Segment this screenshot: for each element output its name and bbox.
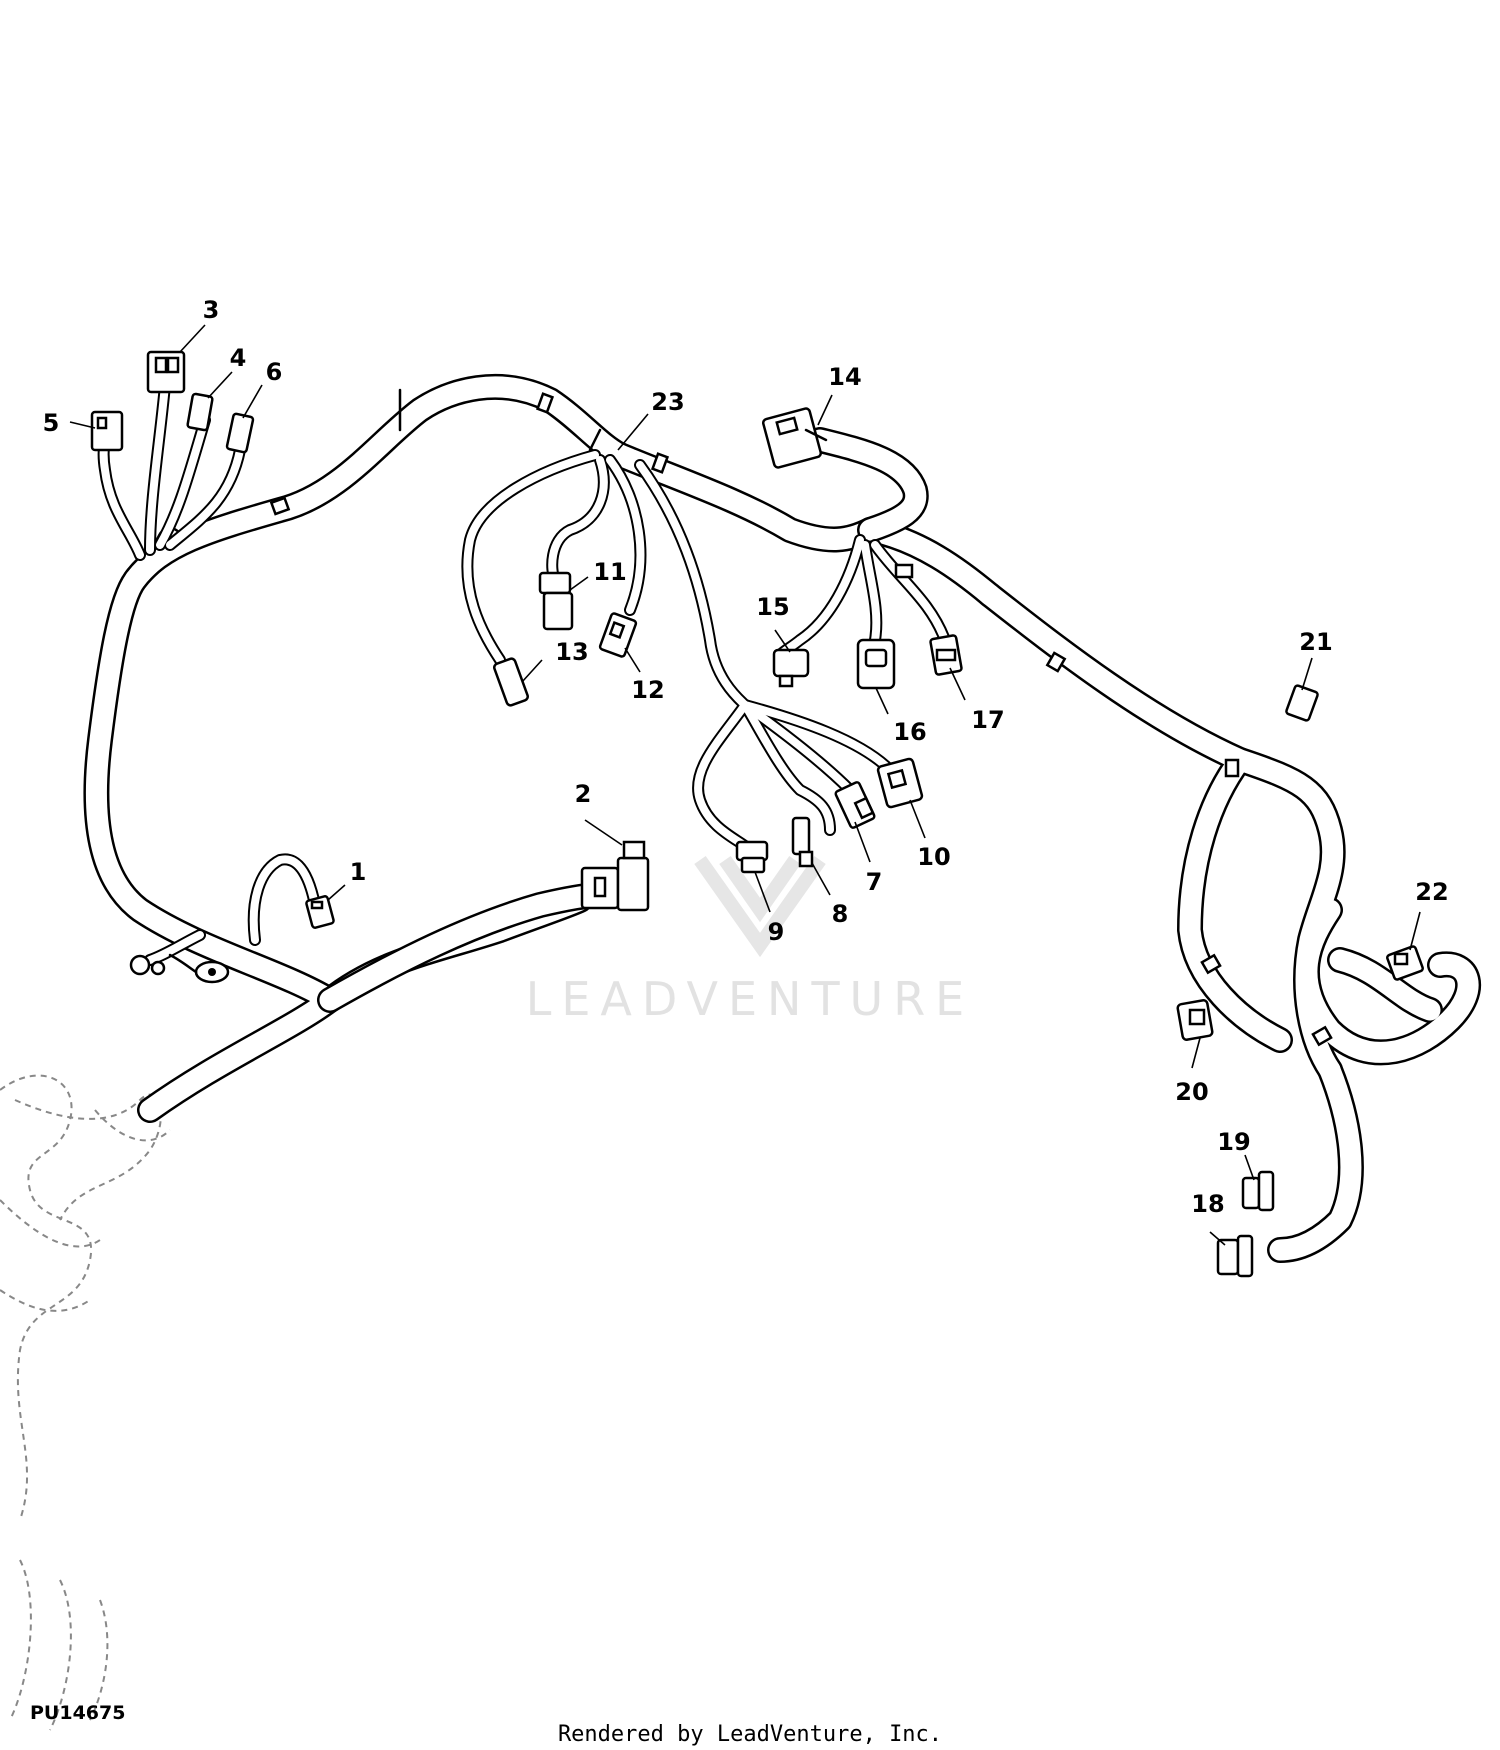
watermark-text: LEADVENTURE [526, 972, 975, 1026]
connector-10-icon [876, 757, 924, 809]
callout-11: 11 [593, 558, 626, 586]
callout-4: 4 [230, 344, 247, 372]
callout-17: 17 [971, 706, 1004, 734]
connector-20-icon [1176, 999, 1214, 1041]
connector-5-icon [90, 410, 124, 452]
callout-9: 9 [768, 918, 785, 946]
callout-12: 12 [631, 676, 664, 704]
callout-15: 15 [756, 593, 789, 621]
connector-7-icon [834, 781, 876, 829]
callout-6: 6 [266, 358, 283, 386]
harness-clips [269, 388, 1333, 1047]
connector-6-icon [225, 412, 255, 454]
wire-branches [97, 379, 951, 946]
callout-18: 18 [1191, 1190, 1224, 1218]
callout-13: 13 [555, 638, 588, 666]
connector-11-icon [538, 571, 574, 631]
figure-id: PU14675 [30, 1702, 126, 1724]
callout-19: 19 [1217, 1128, 1250, 1156]
callout-21: 21 [1299, 628, 1332, 656]
watermark-logo-icon [694, 855, 826, 958]
callout-5: 5 [43, 409, 60, 437]
callout-22: 22 [1415, 878, 1448, 906]
leader-lines [69, 324, 1421, 1246]
connector-13-icon [493, 657, 529, 707]
callout-numbers: 1 2 3 4 5 6 7 8 9 10 11 12 13 14 15 16 1… [43, 296, 1449, 1218]
connector-22-icon [1386, 945, 1424, 981]
connector-9-icon [735, 840, 769, 874]
machine-outline [0, 1074, 171, 1731]
connector-1-icon [305, 895, 335, 929]
callout-7: 7 [866, 868, 883, 896]
main-harness [83, 373, 1481, 1263]
callout-20: 20 [1175, 1078, 1208, 1106]
callout-16: 16 [893, 718, 926, 746]
callout-23: 23 [651, 388, 684, 416]
connector-3-icon [146, 350, 186, 394]
callout-1: 1 [350, 858, 367, 886]
connector-15-icon [772, 648, 810, 688]
connector-4-icon [186, 392, 214, 432]
connector-19-icon [1241, 1170, 1275, 1212]
callout-14: 14 [828, 363, 861, 391]
connectors [90, 350, 1424, 1278]
callout-3: 3 [203, 296, 220, 324]
connector-2-icon [580, 840, 650, 912]
watermark: LEADVENTURE [526, 855, 975, 1026]
connector-8-icon [791, 816, 814, 868]
connector-16-icon [856, 638, 896, 690]
connector-17-icon [929, 634, 963, 676]
connector-18-icon [1216, 1234, 1254, 1278]
callout-10: 10 [917, 843, 950, 871]
connector-21-icon [1285, 684, 1319, 722]
connector-12-icon [598, 612, 638, 658]
connector-14-icon [761, 407, 828, 469]
callout-2: 2 [575, 780, 592, 808]
ground-terminals [129, 929, 230, 984]
callout-8: 8 [832, 900, 849, 928]
render-credit: Rendered by LeadVenture, Inc. [557, 1722, 943, 1747]
